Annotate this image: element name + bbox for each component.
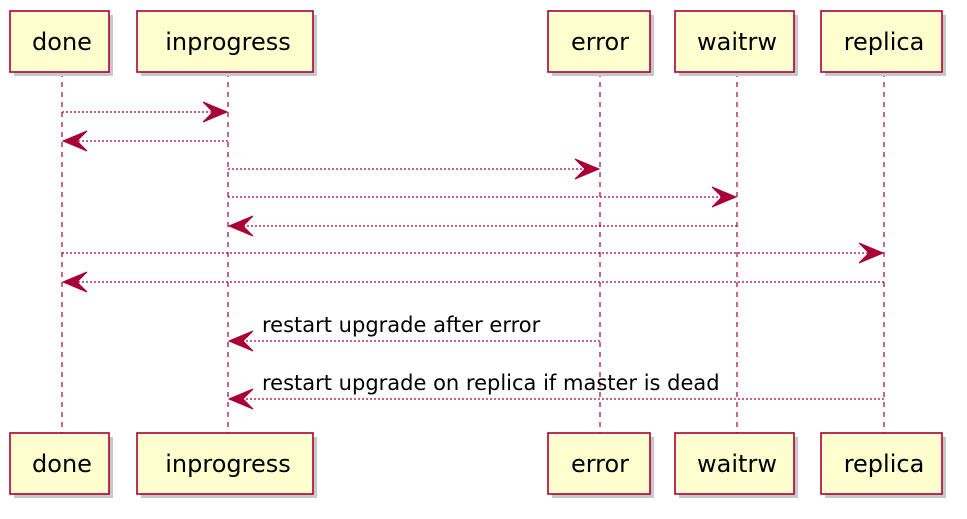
participant-label: replica <box>844 28 925 56</box>
participant-replica-bottom: replica <box>820 432 946 498</box>
participant-box <box>9 432 110 495</box>
participant-done-top: done <box>9 10 113 76</box>
arrowhead-icon <box>227 330 254 352</box>
participant-box <box>547 432 651 495</box>
participant-box <box>136 10 314 73</box>
participant-error-bottom: error <box>547 432 654 498</box>
message-arrow <box>228 186 738 208</box>
arrowhead-icon <box>227 388 254 410</box>
arrowhead-icon <box>858 242 885 264</box>
arrowhead-icon <box>202 101 229 123</box>
message-arrow <box>228 158 601 180</box>
participant-box <box>820 432 943 495</box>
participant-label: done <box>32 450 92 478</box>
message-arrow: restart upgrade on replica if master is … <box>227 371 884 410</box>
message-label: restart upgrade on replica if master is … <box>262 371 720 395</box>
message-arrow <box>62 101 229 123</box>
participant-box <box>674 10 795 73</box>
message-arrow <box>62 242 885 264</box>
message-label: restart upgrade after error <box>262 313 541 337</box>
participant-label: waitrw <box>697 28 777 56</box>
participant-label: waitrw <box>697 450 777 478</box>
participant-label: error <box>571 28 629 56</box>
participant-label: inprogress <box>165 28 290 56</box>
participant-inprogress-top: inprogress <box>136 10 317 76</box>
participant-box <box>136 432 314 495</box>
participant-label: done <box>32 28 92 56</box>
participant-label: error <box>571 450 629 478</box>
message-arrow <box>61 271 884 293</box>
participant-replica-top: replica <box>820 10 946 76</box>
arrowhead-icon <box>61 271 88 293</box>
participant-inprogress-bottom: inprogress <box>136 432 317 498</box>
arrowhead-icon <box>227 215 254 237</box>
arrowhead-icon <box>61 130 88 152</box>
participant-waitrw-top: waitrw <box>674 10 798 76</box>
participant-box <box>820 10 943 73</box>
participant-label: inprogress <box>165 450 290 478</box>
arrowhead-icon <box>711 186 738 208</box>
message-arrow <box>227 215 737 237</box>
participant-waitrw-bottom: waitrw <box>674 432 798 498</box>
message-arrow <box>61 130 228 152</box>
message-arrow: restart upgrade after error <box>227 313 600 352</box>
participant-box <box>547 10 651 73</box>
participant-error-top: error <box>547 10 654 76</box>
participant-label: replica <box>844 450 925 478</box>
participant-box <box>9 10 110 73</box>
participant-box <box>674 432 795 495</box>
arrowhead-icon <box>574 158 601 180</box>
participant-done-bottom: done <box>9 432 113 498</box>
